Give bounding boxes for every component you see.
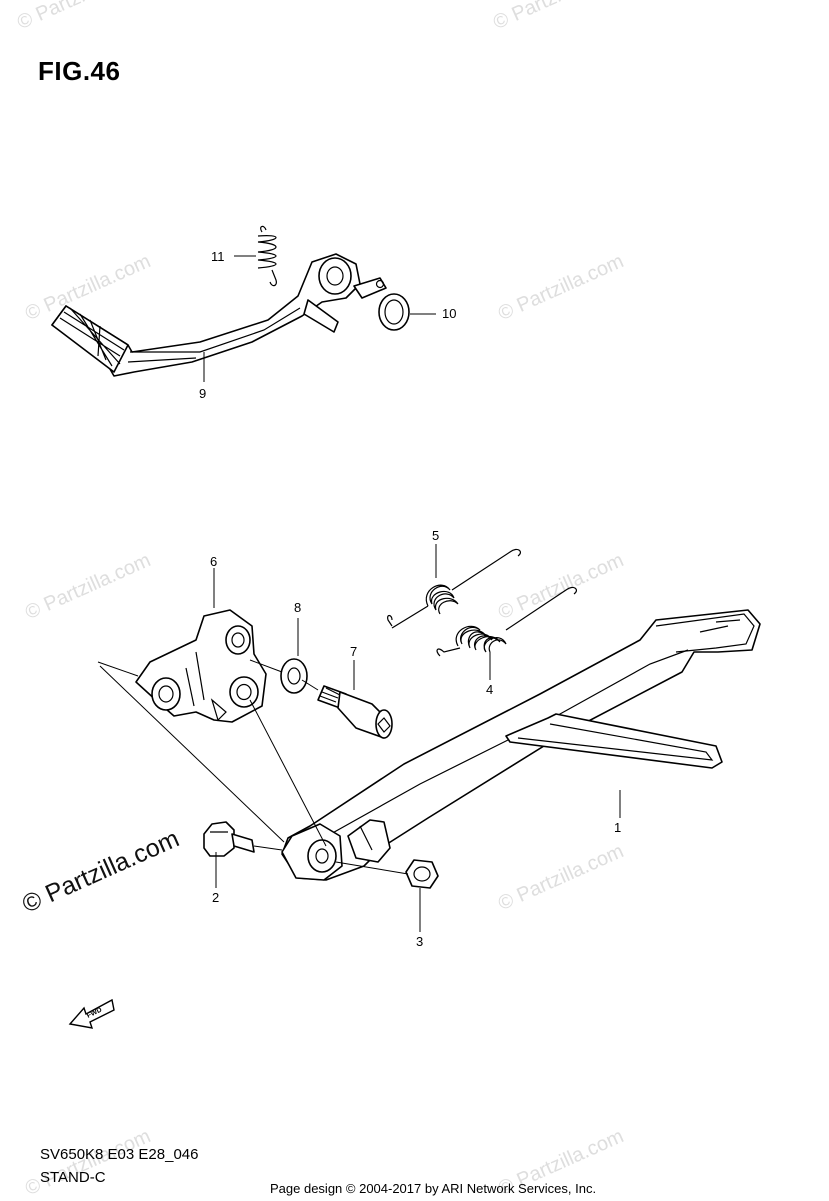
brake-pedal[interactable] [51, 253, 387, 377]
bracket-washer[interactable] [280, 658, 308, 694]
figure-title: FIG.46 [38, 56, 121, 86]
bracket-bolt[interactable] [317, 685, 393, 739]
callout-6: 6 [210, 554, 217, 569]
callout-1: 1 [614, 820, 621, 835]
diagram-name: STAND-C [40, 1169, 106, 1186]
callout-3: 3 [416, 934, 423, 949]
stand-pivot-bolt[interactable] [203, 821, 255, 857]
stand-nut[interactable] [405, 859, 439, 889]
pedal-washer[interactable] [378, 293, 410, 331]
fwd-arrow-icon: FWD [68, 998, 115, 1029]
stand-bracket[interactable] [135, 609, 267, 723]
stand-spring-upper[interactable] [387, 548, 522, 629]
callout-11: 11 [211, 249, 225, 264]
callout-10: 10 [442, 306, 456, 321]
callout-8: 8 [294, 600, 301, 615]
side-stand[interactable] [281, 609, 761, 881]
stand-spring-lower[interactable] [436, 586, 578, 657]
pedal-return-spring[interactable] [257, 225, 277, 287]
callout-2: 2 [212, 890, 219, 905]
callout-7: 7 [350, 644, 357, 659]
callout-5: 5 [432, 528, 439, 543]
callout-9: 9 [199, 386, 206, 401]
footer-copyright: Page design © 2004-2017 by ARI Network S… [270, 1181, 597, 1196]
diagram-code: SV650K8 E03 E28_046 [40, 1146, 199, 1163]
callout-4: 4 [486, 682, 493, 697]
